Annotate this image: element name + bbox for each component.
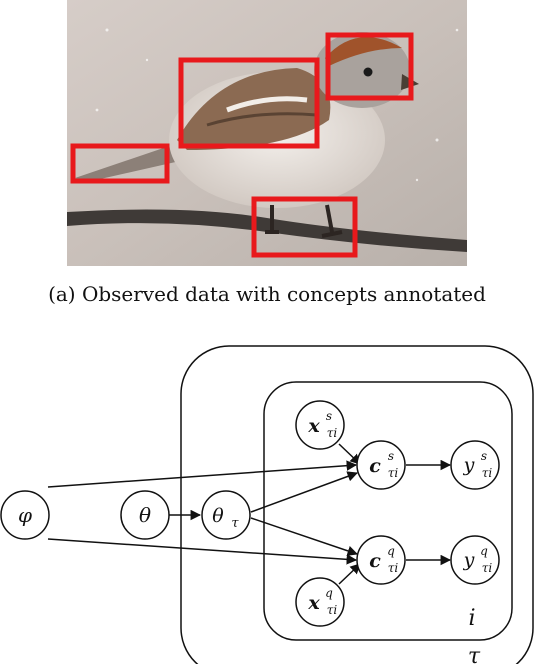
node-theta-tau bbox=[201, 490, 251, 540]
edge-phi-cq bbox=[47, 538, 358, 565]
observed-bird-photo bbox=[67, 0, 467, 266]
label-y-support: y bbox=[463, 454, 475, 476]
bird-cap bbox=[325, 37, 402, 66]
figure-caption: (a) Observed data with concepts annotate… bbox=[48, 282, 486, 306]
node-c-support bbox=[356, 440, 406, 490]
node-x-query bbox=[295, 577, 345, 627]
label-c-query: c bbox=[369, 550, 381, 572]
node-theta bbox=[120, 490, 170, 540]
node-y-query bbox=[450, 535, 500, 585]
graphical-model: φ θ θ τ x s τi c s τi y s τi c q τi y q … bbox=[0, 345, 534, 664]
label-c-query-sub: τi bbox=[388, 561, 399, 575]
node-c-query bbox=[356, 535, 406, 585]
node-phi bbox=[0, 490, 50, 540]
outer-plate-label: τ bbox=[468, 644, 481, 664]
label-y-support-sub: τi bbox=[482, 466, 493, 480]
label-y-query-sub: τi bbox=[482, 561, 493, 575]
annotation-box-wing bbox=[178, 57, 320, 149]
label-y-query-sup: q bbox=[480, 544, 488, 558]
label-phi: φ bbox=[18, 503, 32, 527]
annotation-box-tail bbox=[70, 143, 170, 184]
annotation-box-feet bbox=[251, 196, 358, 258]
label-y-support-sup: s bbox=[481, 449, 487, 463]
edge-thetatau-cs bbox=[250, 471, 358, 513]
edge-xq-cq bbox=[338, 563, 361, 585]
label-theta: θ bbox=[139, 503, 151, 527]
label-theta-tau: θ bbox=[212, 505, 224, 527]
label-c-support-sub: τi bbox=[388, 466, 399, 480]
edge-phi-cs bbox=[47, 460, 358, 488]
label-x-support-sub: τi bbox=[327, 426, 338, 440]
node-y-support bbox=[450, 440, 500, 490]
edge-xs-cs bbox=[338, 443, 361, 465]
inner-plate-label: i bbox=[468, 606, 475, 631]
label-c-query-sup: q bbox=[387, 544, 395, 558]
bird-feet bbox=[265, 204, 343, 238]
bird-tail bbox=[75, 140, 202, 182]
bird-wing bbox=[177, 68, 331, 150]
label-c-support: c bbox=[369, 455, 381, 477]
annotation-box-head bbox=[325, 32, 414, 101]
outer-plate bbox=[180, 345, 534, 664]
inner-plate bbox=[263, 381, 513, 641]
node-x-support bbox=[295, 400, 345, 450]
label-y-query: y bbox=[463, 549, 475, 571]
label-x-query-sub: τi bbox=[327, 603, 338, 617]
label-x-query: x bbox=[307, 592, 320, 614]
label-x-query-sup: q bbox=[325, 586, 333, 600]
bird-eye bbox=[363, 67, 373, 77]
label-c-support-sup: s bbox=[388, 449, 394, 463]
edge-thetatau-cq bbox=[250, 517, 358, 556]
label-theta-tau-sub: τ bbox=[231, 516, 239, 531]
label-x-support: x bbox=[307, 415, 320, 437]
label-x-support-sup: s bbox=[326, 409, 332, 423]
